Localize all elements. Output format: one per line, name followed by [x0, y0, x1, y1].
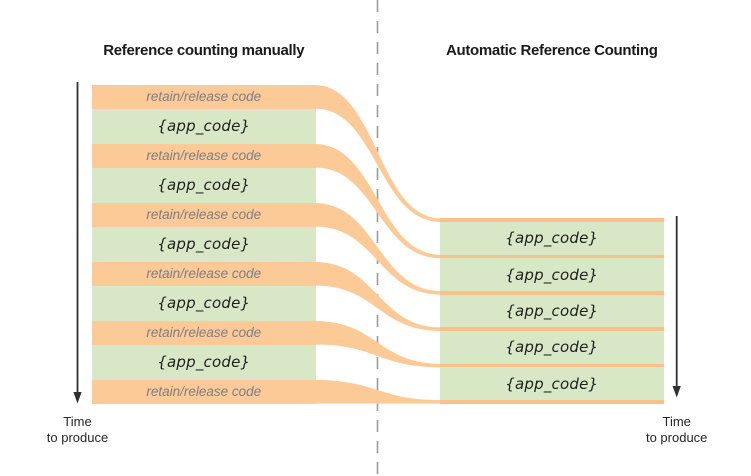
- retain-release-label: retain/release code: [146, 148, 262, 164]
- left-time-arrowhead-icon: [73, 392, 82, 404]
- retain-release-band: retain/release code: [92, 203, 316, 227]
- arc-inserted-line: [440, 400, 664, 404]
- app-code-band: {app_code}: [92, 226, 316, 262]
- arc-inserted-line: [440, 291, 664, 295]
- app-code-band: {app_code}: [440, 367, 664, 401]
- arc-inserted-line: [440, 363, 664, 368]
- right-time-label: Time to produce: [627, 414, 727, 445]
- app-code-label: {app_code}: [157, 176, 251, 195]
- app-code-label: {app_code}: [157, 294, 251, 313]
- retain-release-band: retain/release code: [92, 380, 316, 404]
- left-panel-title: Reference counting manually: [103, 42, 305, 59]
- app-code-label: {app_code}: [505, 374, 599, 393]
- retain-release-band: retain/release code: [92, 321, 316, 345]
- flow-ribbon: [314, 144, 441, 259]
- retain-release-label: retain/release code: [146, 266, 262, 282]
- flow-ribbon: [314, 262, 441, 331]
- right-time-label-line1: Time: [662, 414, 691, 429]
- app-code-band: {app_code}: [92, 285, 316, 321]
- retain-release-label: retain/release code: [146, 325, 262, 341]
- app-code-label: {app_code}: [505, 229, 599, 248]
- flow-ribbon: [314, 203, 441, 295]
- flow-ribbon: [314, 380, 441, 404]
- arc-stack: {app_code} {app_code} {app_code} {app_co…: [440, 218, 664, 404]
- retain-release-label: retain/release code: [146, 89, 262, 105]
- arc-inserted-line: [440, 218, 664, 222]
- flow-ribbon: [314, 85, 441, 222]
- app-code-band: {app_code}: [440, 294, 664, 328]
- manual-counting-stack: retain/release code {app_code} retain/re…: [92, 85, 316, 404]
- flow-ribbon: [314, 321, 441, 368]
- right-time-label-line2: to produce: [645, 429, 708, 445]
- app-code-label: {app_code}: [505, 302, 599, 320]
- arc-inserted-line: [440, 254, 664, 259]
- app-code-label: {app_code}: [157, 117, 251, 136]
- arc-inserted-line: [440, 327, 664, 331]
- left-time-label-line1: Time: [63, 414, 92, 429]
- app-code-label: {app_code}: [157, 353, 251, 372]
- retain-release-label: retain/release code: [146, 207, 262, 223]
- right-panel-title: Automatic Reference Counting: [445, 42, 658, 59]
- app-code-band: {app_code}: [92, 167, 316, 203]
- app-code-label: {app_code}: [505, 265, 599, 284]
- retain-release-label: retain/release code: [146, 384, 262, 400]
- app-code-band: {app_code}: [440, 221, 664, 255]
- retain-release-band: retain/release code: [92, 262, 316, 286]
- app-code-band: {app_code}: [92, 108, 316, 144]
- app-code-band: {app_code}: [92, 344, 316, 380]
- app-code-band: {app_code}: [440, 258, 664, 292]
- right-time-arrowhead-icon: [672, 386, 681, 398]
- app-code-band: {app_code}: [440, 330, 664, 364]
- retain-release-band: retain/release code: [92, 85, 316, 109]
- app-code-label: {app_code}: [505, 338, 599, 357]
- retain-release-band: retain/release code: [92, 144, 316, 168]
- left-time-label: Time to produce: [28, 414, 128, 445]
- app-code-label: {app_code}: [157, 235, 251, 254]
- left-time-label-line2: to produce: [46, 429, 109, 445]
